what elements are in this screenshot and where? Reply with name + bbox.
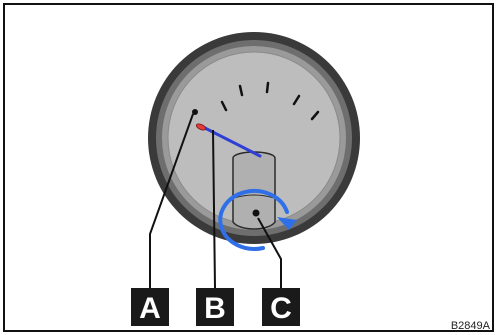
- gauge-needle: [199, 124, 262, 158]
- dial-tick: [292, 94, 301, 106]
- leader-line-b: [212, 129, 216, 289]
- rotation-arrowhead: [277, 217, 297, 230]
- callout-c: C: [262, 288, 300, 326]
- leader-line-c: [257, 217, 282, 288]
- dial-tick: [220, 100, 228, 112]
- dial-window-edge: [233, 194, 275, 199]
- leader-line-a: [149, 113, 194, 288]
- callout-a: A: [131, 288, 169, 326]
- figure-frame: [3, 3, 494, 332]
- callout-box: [131, 288, 169, 326]
- dial-pivot-pin: [192, 109, 198, 115]
- callout-box: [262, 288, 300, 326]
- callout-letter: A: [139, 292, 161, 325]
- dial-tick: [310, 110, 320, 121]
- dial-tick: [238, 84, 244, 97]
- figure-code: B2849A: [451, 320, 491, 332]
- callout-b: B: [196, 288, 234, 326]
- adjust-knob: [252, 209, 260, 217]
- callout-letter: B: [204, 292, 226, 325]
- callout-box: [196, 288, 234, 326]
- callout-letter: C: [270, 292, 292, 325]
- dial-tick: [265, 81, 270, 94]
- dial-tick-marks: [220, 81, 320, 121]
- rotation-arrow: [218, 188, 289, 251]
- needle-tip-mark: [195, 123, 207, 131]
